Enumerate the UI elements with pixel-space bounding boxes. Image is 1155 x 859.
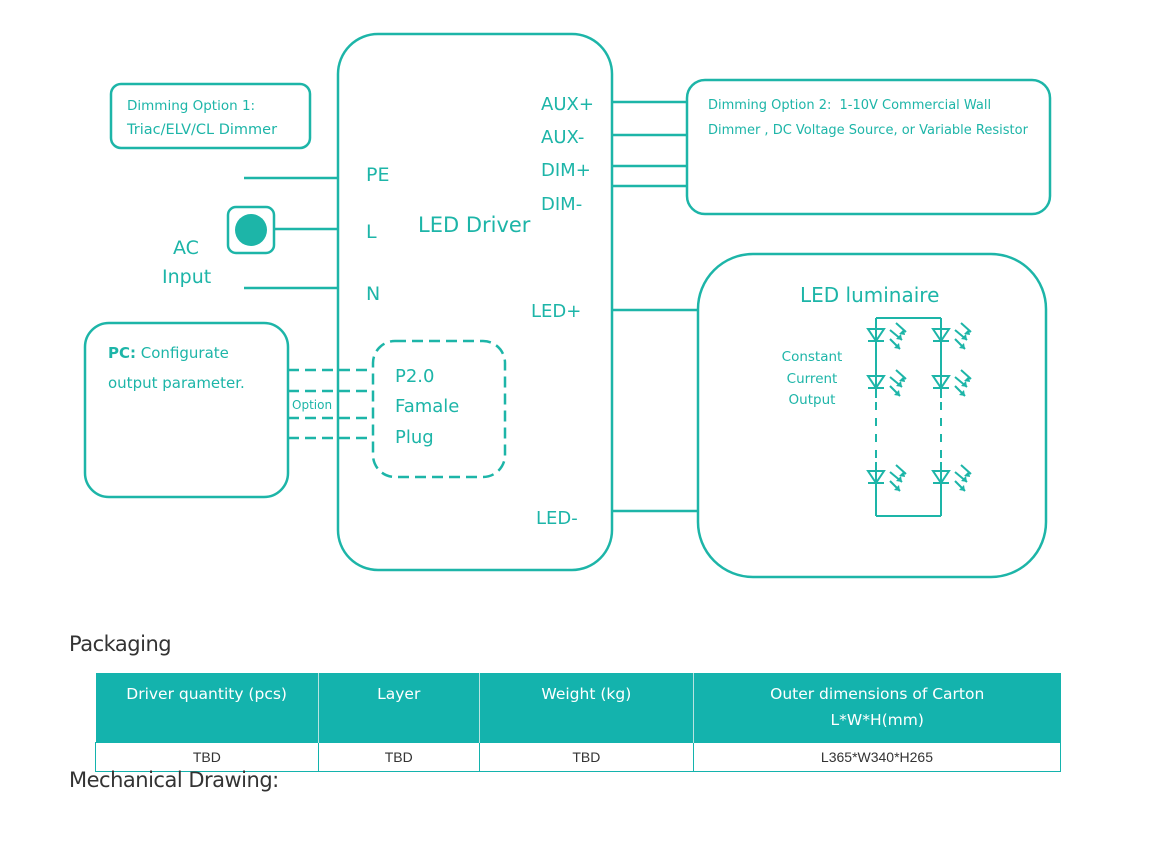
led-driver-box [336, 32, 614, 572]
led-luminaire-box [696, 252, 1048, 579]
led-icon [867, 368, 907, 397]
header-outer-dimensions-line1: Outer dimensions of Carton [770, 685, 985, 703]
terminal-led-plus: LED+ [531, 301, 581, 322]
option-label: Option [292, 398, 332, 412]
packaging-table: Driver quantity (pcs) Layer Weight (kg) … [95, 673, 1062, 772]
constant-current-line3: Output [789, 392, 836, 408]
plug-line3: Plug [395, 427, 434, 448]
led-luminaire-title: LED luminaire [800, 283, 939, 307]
header-layer: Layer [318, 673, 480, 743]
constant-current-line2: Current [787, 371, 838, 387]
cell-layer: TBD [317, 742, 480, 772]
pc-line1: PC: Configurate [108, 344, 229, 362]
header-outer-dimensions-line2: L*W*H(mm) [830, 711, 924, 729]
dimmer-knob-icon [235, 214, 267, 246]
led-icon [867, 321, 907, 350]
pc-title: PC: [108, 344, 136, 362]
mechanical-drawing-title: Mechanical Drawing: [69, 768, 279, 792]
terminal-n: N [366, 283, 380, 305]
dimming-option-2-title: Dimming Option 2: [708, 98, 831, 113]
dimming-option-2-text-1: 1-10V Commercial Wall [840, 98, 992, 113]
led-driver-title: LED Driver [418, 213, 531, 237]
ac-input-label-line1: AC [173, 237, 199, 259]
packaging-title: Packaging [69, 632, 172, 656]
plug-line1: P2.0 [395, 366, 434, 387]
constant-current-line1: Constant [782, 349, 843, 365]
led-icon [932, 463, 972, 492]
table-row: TBD TBD TBD L365*W340*H265 [95, 742, 1062, 772]
dimming-option-2-text-2: Dimmer , DC Voltage Source, or Variable … [708, 123, 1029, 138]
pc-text-1: Configurate [136, 344, 229, 362]
dimmer-switch-frame [226, 205, 276, 255]
cell-driver-quantity: TBD [95, 742, 319, 772]
terminal-l: L [366, 221, 377, 243]
dimming-option-1-box [109, 82, 312, 150]
plug-line2: Famale [395, 396, 459, 417]
led-icon [867, 463, 907, 492]
terminal-led-minus: LED- [536, 508, 578, 529]
pc-box [83, 321, 290, 499]
pc-line2: output parameter. [108, 374, 245, 392]
dimming-option-2-box [685, 78, 1052, 216]
terminal-aux-plus: AUX+ [541, 94, 594, 115]
header-outer-dimensions: Outer dimensions of Carton L*W*H(mm) [693, 673, 1061, 743]
header-weight: Weight (kg) [479, 673, 694, 743]
terminal-aux-minus: AUX- [541, 127, 584, 148]
dimming-option-1-title: Dimming Option 1: [127, 98, 255, 114]
led-icon [932, 368, 972, 397]
terminal-dim-minus: DIM- [541, 194, 582, 215]
terminal-dim-plus: DIM+ [541, 160, 591, 181]
header-driver-quantity: Driver quantity (pcs) [95, 673, 319, 743]
table-header-row: Driver quantity (pcs) Layer Weight (kg) … [95, 673, 1061, 743]
dimming-option-2-line1: Dimming Option 2: 1-10V Commercial Wall [708, 98, 991, 113]
wiring-diagram: LED Driver PE L N AC Input Dimming Optio… [83, 32, 1052, 579]
led-icon [932, 321, 972, 350]
terminal-pe: PE [366, 164, 389, 186]
cell-weight: TBD [478, 742, 694, 772]
p20-plug-box [371, 339, 507, 479]
dimming-option-1-text: Triac/ELV/CL Dimmer [126, 122, 277, 138]
cell-outer-dimensions: L365*W340*H265 [692, 742, 1062, 772]
ac-input-label-line2: Input [162, 266, 211, 288]
